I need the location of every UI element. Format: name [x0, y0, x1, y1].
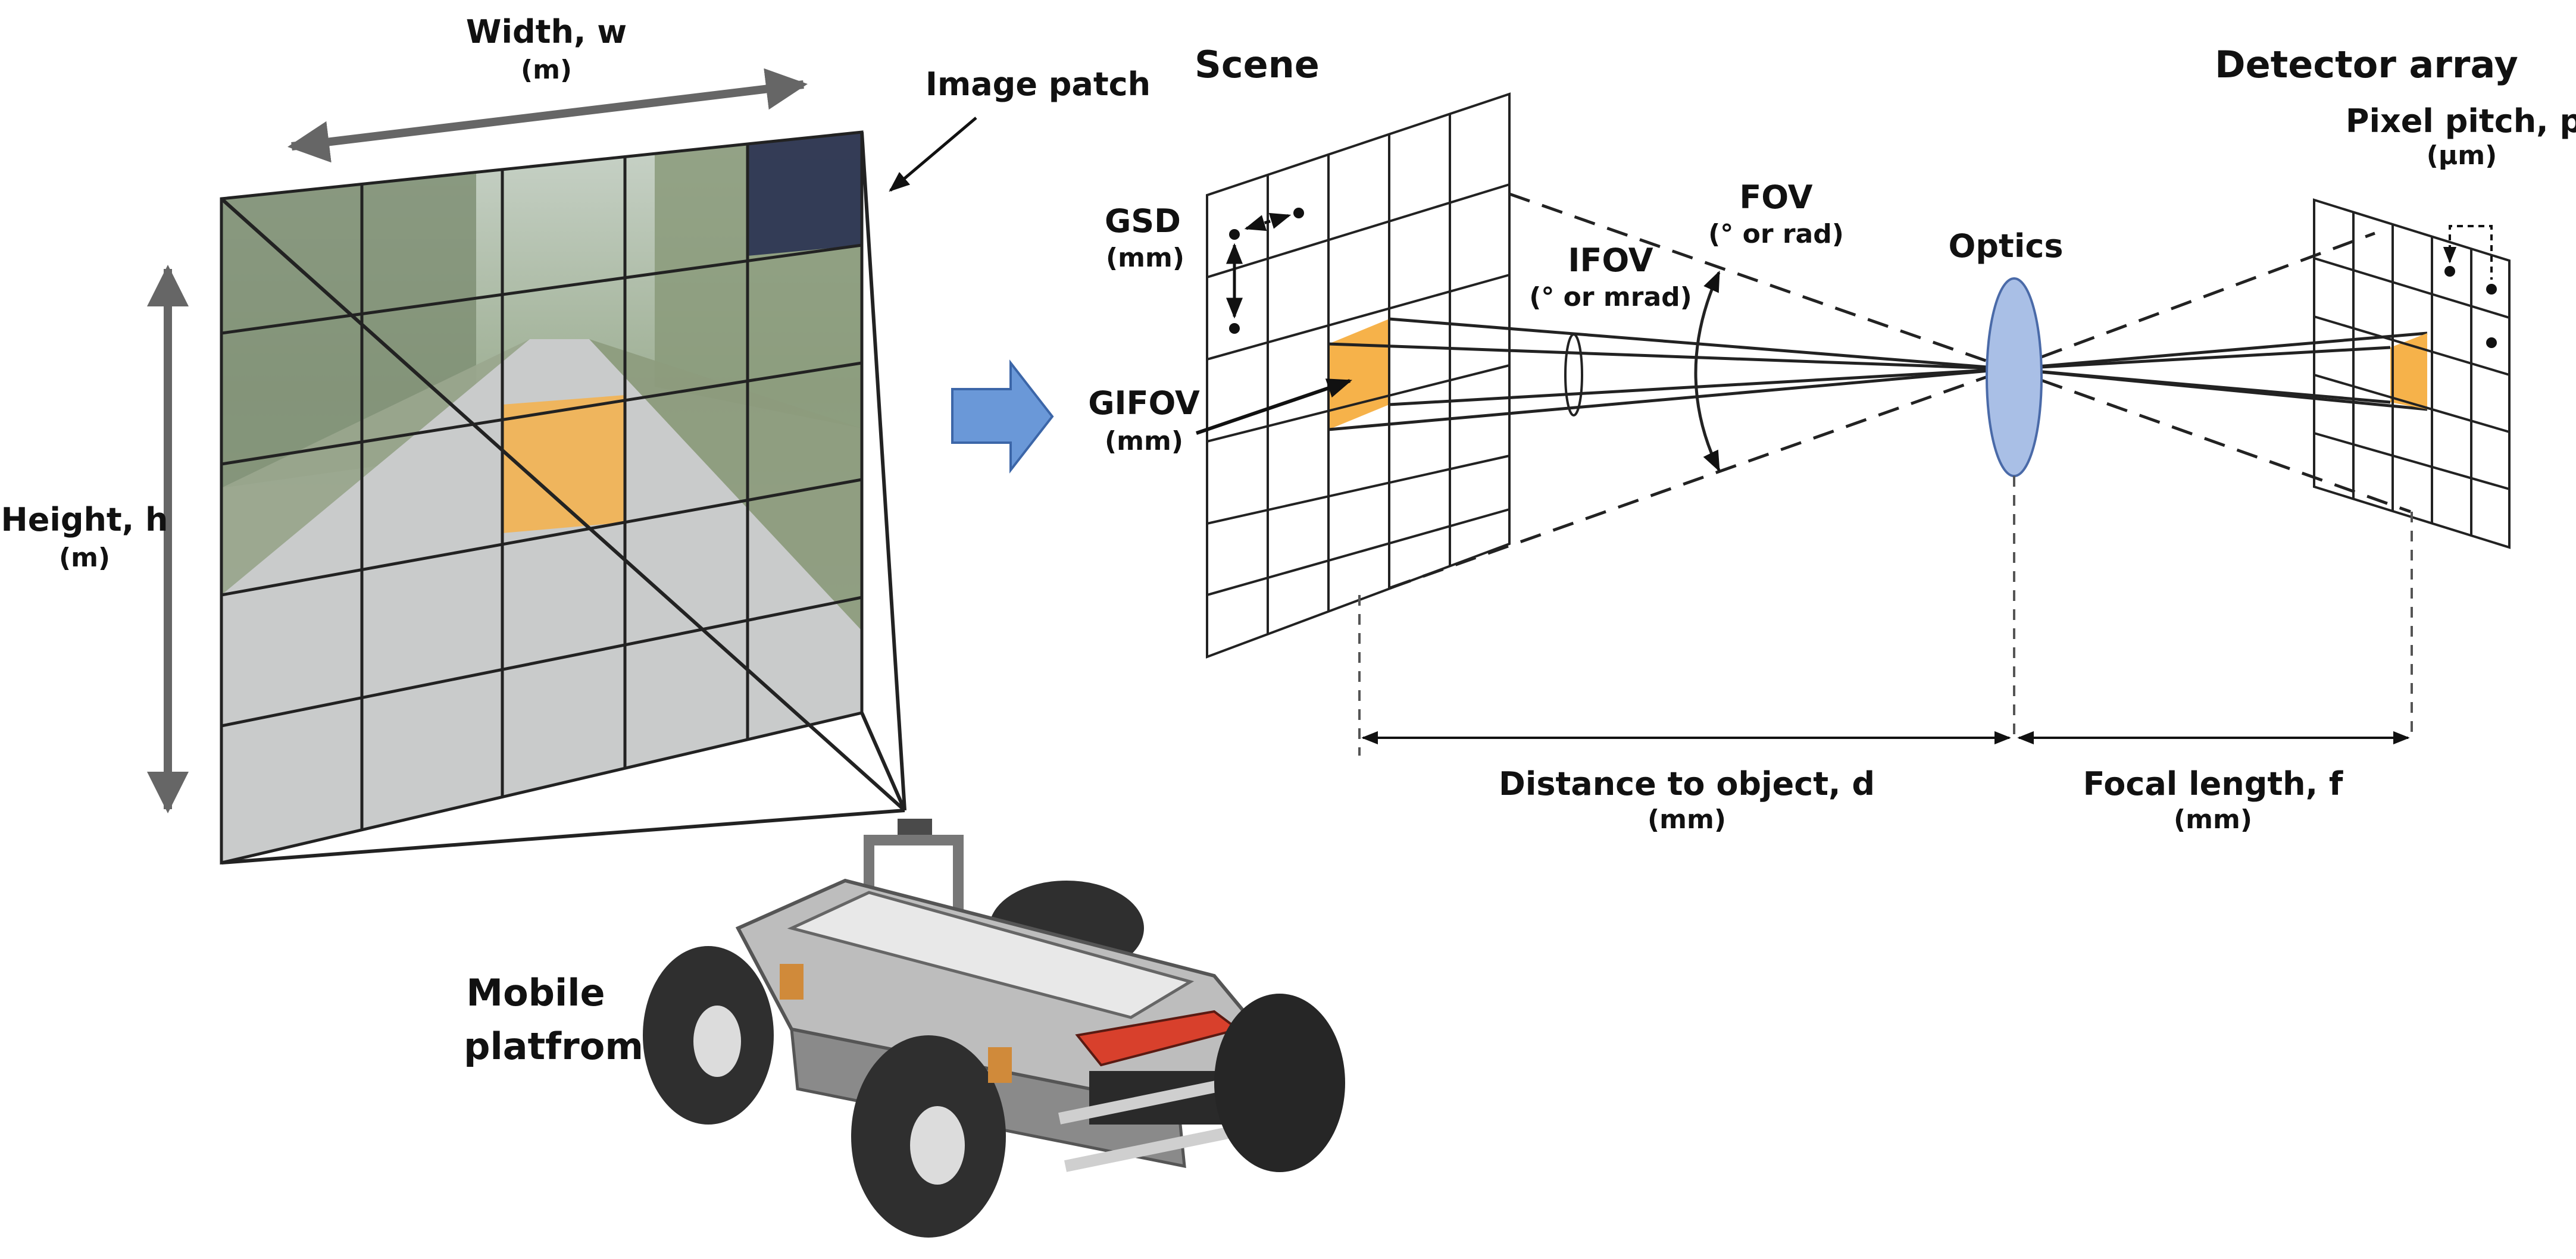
- ifov-rays: [1328, 317, 2428, 431]
- gifov-cell: [1328, 319, 1389, 430]
- ifov-arc: [1564, 333, 1583, 416]
- dimension-guides: [1358, 476, 2413, 756]
- road: [221, 339, 862, 863]
- gsd-label: GSD: [1105, 202, 1181, 240]
- image-patch-cell: [748, 132, 862, 256]
- optics-lens: [1986, 277, 2043, 477]
- mobile-label-line1: Mobile: [466, 971, 605, 1014]
- highlight-cell: [502, 395, 625, 533]
- mobile-robot-icon: [643, 819, 1345, 1238]
- height-label: Height, h: [1, 501, 168, 538]
- focal-length-unit: (mm): [2174, 804, 2252, 835]
- fov-label: FOV: [1739, 178, 1812, 216]
- ifov-unit: (° or mrad): [1529, 282, 1692, 312]
- width-label: Width, w: [466, 13, 627, 51]
- pixel-pitch-unit: (µm): [2427, 140, 2497, 171]
- distance-unit: (mm): [1647, 804, 1726, 835]
- fov-arc: [1694, 270, 1721, 472]
- pixel-pitch-label: Pixel pitch, p: [2346, 102, 2576, 140]
- image-patch-pointer: [889, 117, 977, 192]
- gifov-unit: (mm): [1105, 426, 1183, 456]
- gifov-pointer: [1196, 378, 1352, 435]
- distance-label: Distance to object, d: [1499, 765, 1875, 803]
- detector-pixel: [2390, 333, 2427, 409]
- detector-grid: [2313, 198, 2511, 549]
- mobile-label-line2: platfrom: [464, 1025, 643, 1068]
- optics-label: Optics: [1948, 227, 2063, 265]
- image-patch-label: Image patch: [926, 65, 1151, 103]
- scene-grid: [1206, 92, 1511, 659]
- width-arrow: [287, 68, 808, 163]
- fov-unit: (° or rad): [1708, 219, 1844, 249]
- right-arrow-icon: [951, 359, 1054, 474]
- image-plane: [220, 130, 906, 865]
- height-unit: (m): [59, 543, 110, 573]
- focal-length-label: Focal length, f: [2083, 765, 2343, 803]
- wheel-right: [1214, 994, 1345, 1172]
- ifov-label: IFOV: [1568, 242, 1653, 279]
- detector-array-label: Detector array: [2215, 43, 2518, 86]
- gifov-label: GIFOV: [1088, 384, 1200, 422]
- gsd-unit: (mm): [1106, 243, 1184, 273]
- width-unit: (m): [521, 55, 572, 85]
- scene-label: Scene: [1195, 43, 1320, 86]
